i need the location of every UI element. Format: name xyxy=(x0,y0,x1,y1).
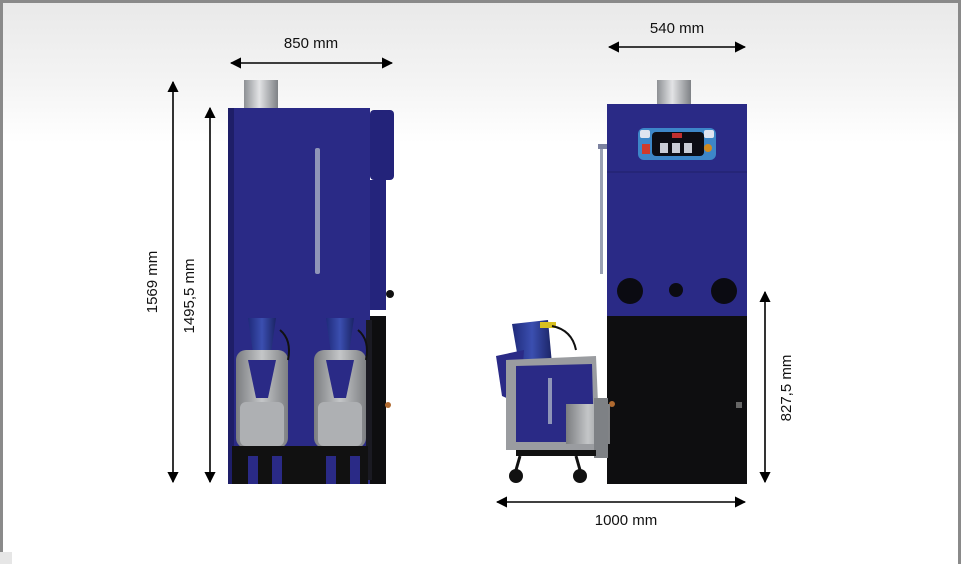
side-sight-slot xyxy=(315,148,320,274)
side-body-shade xyxy=(228,108,234,484)
front-rod xyxy=(600,146,603,274)
control-panel xyxy=(638,128,716,160)
side-width-label: 850 mm xyxy=(284,35,338,52)
side-base-gap-1 xyxy=(248,456,258,484)
side-black-door xyxy=(370,316,386,484)
side-black-door-edge xyxy=(366,320,372,480)
lower-height-label: 827,5 mm xyxy=(778,355,795,422)
front-rod-cap xyxy=(598,144,607,149)
side-base-gap-4 xyxy=(350,456,360,484)
body-height-label: 1495,5 mm xyxy=(181,258,198,333)
front-port-center xyxy=(669,283,683,297)
side-base-gap-2 xyxy=(272,456,282,484)
side-view xyxy=(228,80,394,484)
total-depth-label: 1000 mm xyxy=(595,512,658,529)
side-burner-2 xyxy=(314,318,368,448)
side-chimney xyxy=(244,80,278,110)
side-base-gap-3 xyxy=(326,456,336,484)
side-knob xyxy=(386,290,394,298)
front-port-right xyxy=(711,278,737,304)
frame-corner xyxy=(0,552,12,564)
side-control-box xyxy=(370,110,394,180)
side-front-panel xyxy=(370,180,386,310)
front-port-left xyxy=(617,278,643,304)
total-height-label: 1569 mm xyxy=(144,251,161,314)
side-burner-1 xyxy=(236,318,290,448)
pellet-burner-cart xyxy=(496,320,610,483)
front-chimney xyxy=(657,80,691,106)
front-width-label: 540 mm xyxy=(650,20,704,37)
side-handle xyxy=(385,402,391,408)
front-lower-door xyxy=(607,316,747,484)
front-view xyxy=(598,80,747,484)
front-bolt-left xyxy=(609,401,615,407)
front-bolt-right xyxy=(736,402,742,408)
